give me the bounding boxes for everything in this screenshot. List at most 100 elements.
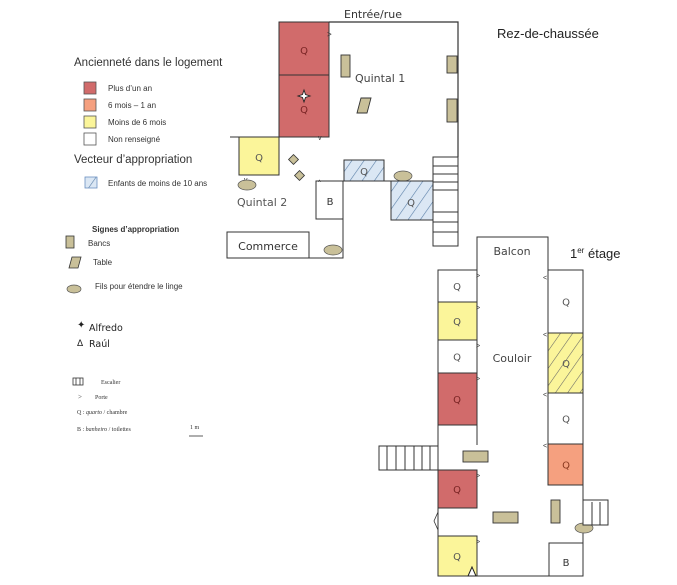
first-floor-title: 1er étage	[570, 246, 621, 261]
legend-swatch-3	[83, 132, 97, 146]
room-first-left-0[interactable]	[437, 269, 478, 303]
room-first-left-3[interactable]	[437, 372, 478, 426]
door-icon: <	[543, 275, 547, 282]
clothesline-icon	[66, 284, 82, 294]
raul-marker	[467, 565, 477, 577]
room-ground-q4[interactable]	[343, 159, 385, 182]
room-first-right-2[interactable]	[547, 392, 584, 445]
diamond-marker	[287, 153, 300, 166]
legend-table-label: Table	[93, 258, 113, 267]
svg-text:Commerce: Commerce	[238, 240, 298, 253]
room-ground-q1[interactable]	[278, 21, 330, 76]
svg-text:Q: Q	[453, 485, 461, 496]
room-first-left-1[interactable]	[437, 301, 478, 341]
legend-alfredo-label: Alfredo	[89, 323, 123, 334]
stairs-icon[interactable]	[582, 499, 609, 526]
legend-anciennete-label: Non renseigné	[108, 135, 161, 144]
stairs-icon	[72, 377, 84, 386]
svg-text:Q: Q	[360, 167, 368, 178]
svg-text:Q: Q	[562, 461, 570, 472]
legend-raul-label: Raúl	[89, 339, 110, 350]
ground-floor-title: Rez-de-chaussée	[497, 26, 599, 41]
legend-swatch-0	[83, 81, 97, 95]
svg-text:Q: Q	[300, 46, 308, 57]
legend-quarto-label: Q : quarto / chambre	[77, 410, 128, 416]
svg-text:Q: Q	[453, 395, 461, 406]
legend-fils-label: Fils pour étendre le linge	[95, 282, 183, 291]
door-icon: >	[476, 273, 480, 280]
clothesline-icon	[393, 170, 413, 182]
legend-swatch-2	[83, 115, 97, 129]
star-icon: ✦	[77, 320, 85, 331]
legend-anciennete-label: Moins de 6 mois	[108, 118, 166, 127]
room-ground-q3[interactable]	[238, 136, 280, 176]
room-first-right-1[interactable]	[547, 332, 584, 394]
stairs-icon[interactable]	[432, 156, 459, 247]
clothesline-icon	[237, 179, 257, 191]
diamond-marker	[293, 169, 306, 182]
svg-text:Q: Q	[453, 353, 461, 364]
bathroom-ground[interactable]	[315, 180, 344, 220]
clothesline-icon	[323, 244, 343, 256]
door-icon: >	[327, 30, 332, 39]
entrance-label: Entrée/rue	[344, 8, 402, 21]
legend-bancs-label: Bancs	[88, 239, 110, 248]
door-icon: >	[476, 343, 480, 350]
ground-floor: Rez-de-chaussée Entrée/rue Q Q > v Quint…	[226, 8, 599, 259]
svg-text:Q: Q	[453, 282, 461, 293]
legend-banheiro-label: B : banheiro / toilettes	[77, 427, 131, 433]
bench-icon	[446, 55, 458, 74]
bench-icon	[446, 98, 458, 123]
door-icon: v	[318, 135, 322, 142]
bench-icon	[340, 54, 351, 78]
door-icon: <	[543, 443, 547, 450]
bench-icon	[65, 235, 75, 249]
svg-text:Q: Q	[562, 359, 570, 370]
door-icon: >	[476, 473, 480, 480]
room-ground-q2[interactable]	[278, 74, 330, 138]
stairs-icon[interactable]	[378, 445, 439, 471]
couloir-label: Couloir	[493, 352, 532, 365]
legend-signes-title: Signes d’appropriation	[92, 225, 179, 234]
table-icon	[356, 97, 372, 114]
commerce[interactable]	[226, 231, 310, 259]
table-icon	[68, 256, 82, 269]
svg-text:Q: Q	[562, 415, 570, 426]
room-first-left-4[interactable]	[437, 469, 478, 509]
bench-icon	[492, 511, 519, 524]
bathroom-first[interactable]	[548, 542, 584, 577]
door-icon: >	[476, 376, 480, 383]
legend-anciennete-label: Plus d’un an	[108, 84, 152, 93]
quintal2-label: Quintal 2	[237, 196, 287, 209]
svg-text:Q: Q	[453, 317, 461, 328]
door-icon: >	[476, 305, 480, 312]
legend-children-swatch	[84, 176, 98, 189]
door-icon: >	[476, 539, 480, 546]
svg-text:Q: Q	[407, 198, 415, 209]
legend: Ancienneté dans le logement Plus d’un an…	[65, 57, 223, 437]
svg-text:Q: Q	[255, 153, 263, 164]
legend-anciennete-label: 6 mois – 1 an	[108, 101, 156, 110]
door-icon: >	[78, 393, 82, 401]
room-first-right-0[interactable]	[547, 269, 584, 334]
door-icon: <	[543, 392, 547, 399]
legend-anciennete-title: Ancienneté dans le logement	[74, 57, 223, 69]
triangle-icon: Δ	[77, 339, 84, 349]
first-floor: 1er étage Balcon Couloir Q > Q > Q > Q > Q > Q > Q <…	[378, 236, 621, 577]
scale-label: 1 m	[190, 425, 200, 431]
room-first-right-3[interactable]	[547, 443, 584, 486]
bench-icon	[550, 499, 561, 524]
legend-swatch-1	[83, 98, 97, 112]
legend-porte-label: Porte	[95, 395, 108, 401]
svg-text:Q: Q	[300, 105, 308, 116]
quintal1-label: Quintal 1	[355, 72, 405, 85]
svg-text:B: B	[563, 558, 570, 569]
balcon-label: Balcon	[493, 245, 530, 258]
alfredo-marker	[296, 88, 312, 104]
legend-vecteur-title: Vecteur d’appropriation	[74, 154, 192, 166]
legend-escalier-label: Escalier	[101, 380, 120, 386]
door-icon: <	[543, 332, 547, 339]
svg-text:B: B	[327, 197, 334, 208]
svg-text:Q: Q	[562, 298, 570, 309]
